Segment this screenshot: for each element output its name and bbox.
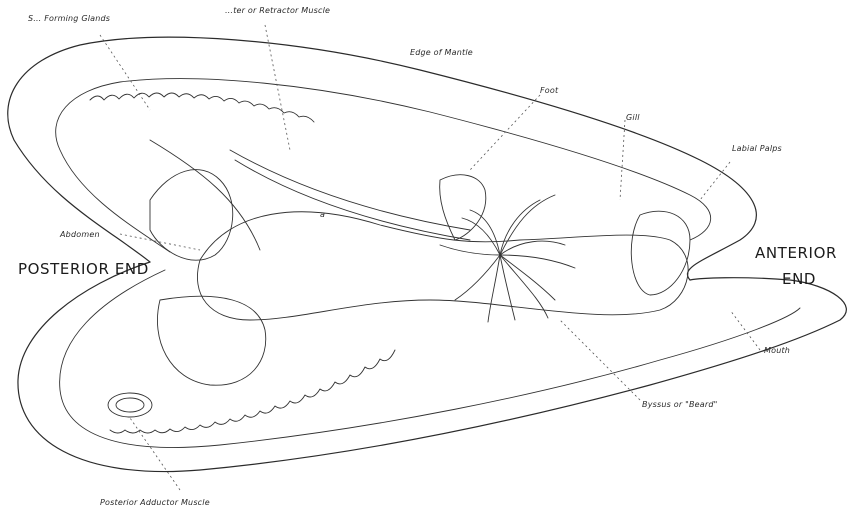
anterior-adductor-shape bbox=[631, 211, 690, 295]
gill-lines bbox=[150, 140, 470, 250]
foot-shape bbox=[440, 175, 486, 240]
lower-valve-inner-rim bbox=[60, 270, 800, 448]
label-foot: Foot bbox=[540, 86, 558, 95]
label-posterior-adductor: Posterior Adductor Muscle bbox=[100, 498, 210, 507]
lower-valve-outline bbox=[18, 262, 846, 472]
label-gill: Gill bbox=[626, 113, 640, 122]
label-abdomen: Abdomen bbox=[60, 230, 100, 239]
label-retractor-muscle: …ter or Retractor Muscle bbox=[225, 6, 330, 15]
upper-valve-outline bbox=[8, 37, 757, 280]
abdomen-shape bbox=[150, 170, 233, 261]
posterior-adductor-inner bbox=[116, 398, 144, 412]
lower-mantle-scallops bbox=[110, 350, 395, 433]
label-shell-forming-glands: S… Forming Glands bbox=[28, 14, 110, 23]
label-small-a: a bbox=[320, 210, 325, 219]
label-edge-of-mantle: Edge of Mantle bbox=[410, 48, 473, 57]
label-labial-palps: Labial Palps bbox=[732, 144, 782, 153]
byssus-threads bbox=[440, 195, 575, 322]
upper-mantle-scallops bbox=[90, 93, 314, 122]
posterior-adductor-shape bbox=[108, 393, 152, 417]
label-mouth: Mouth bbox=[764, 346, 790, 355]
body-mass bbox=[197, 212, 688, 320]
label-posterior-end: POSTERIOR END bbox=[18, 260, 149, 278]
label-anterior: ANTERIOR bbox=[755, 244, 837, 262]
label-end: END bbox=[782, 270, 816, 288]
lower-lobe bbox=[157, 296, 265, 385]
label-byssus: Byssus or "Beard" bbox=[642, 400, 718, 409]
